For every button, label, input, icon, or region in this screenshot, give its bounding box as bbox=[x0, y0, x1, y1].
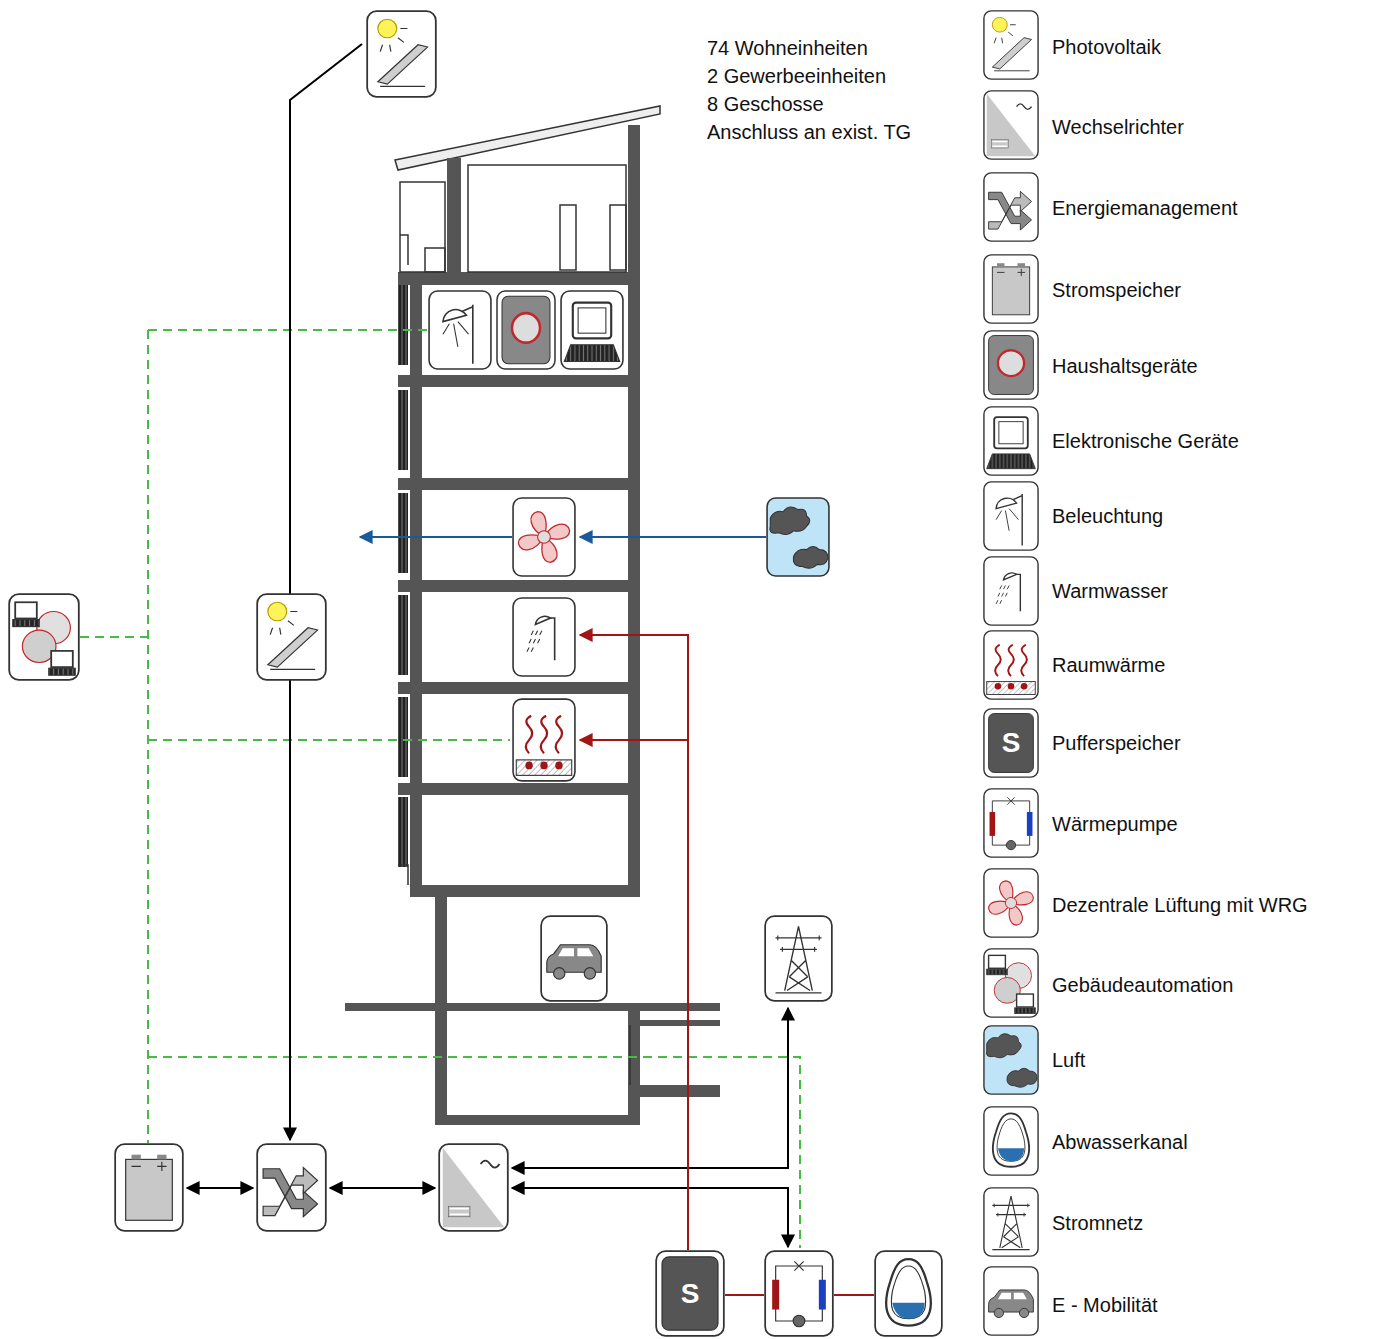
legend-text: Stromnetz bbox=[1052, 1211, 1143, 1235]
legend-text: Elektronische Geräte bbox=[1052, 429, 1239, 453]
storage-letter: S bbox=[681, 1279, 700, 1309]
legend-text: Luft bbox=[1052, 1048, 1085, 1072]
project-note: 74 Wohneinheiten bbox=[707, 36, 868, 60]
storage-letter: S bbox=[1002, 728, 1021, 758]
building-section bbox=[345, 106, 720, 1125]
legend-text: Stromspeicher bbox=[1052, 278, 1181, 302]
legend-text: Pufferspeicher bbox=[1052, 731, 1181, 755]
legend-icons bbox=[984, 11, 1038, 1335]
project-note: Anschluss an exist. TG bbox=[707, 120, 911, 144]
project-note: 2 Gewerbeeinheiten bbox=[707, 64, 886, 88]
legend-text: Dezentrale Lüftung mit WRG bbox=[1052, 893, 1308, 917]
legend-text: Wärmepumpe bbox=[1052, 812, 1178, 836]
scheme-icons bbox=[9, 11, 942, 1336]
legend-text: Abwasserkanal bbox=[1052, 1130, 1188, 1154]
legend-text: Wechselrichter bbox=[1052, 115, 1184, 139]
building-details bbox=[398, 165, 630, 1085]
legend-text: E - Mobilität bbox=[1052, 1293, 1158, 1317]
legend-text: Photovoltaik bbox=[1052, 35, 1161, 59]
legend-text: Haushaltsgeräte bbox=[1052, 354, 1198, 378]
legend-text: Beleuchtung bbox=[1052, 504, 1163, 528]
legend-text: Warmwasser bbox=[1052, 579, 1168, 603]
legend-text: Raumwärme bbox=[1052, 653, 1165, 677]
legend-text: Gebäudeautomation bbox=[1052, 973, 1233, 997]
legend-text: Energiemanagement bbox=[1052, 196, 1238, 220]
connector-lines bbox=[80, 44, 874, 1295]
project-note: 8 Geschosse bbox=[707, 92, 824, 116]
